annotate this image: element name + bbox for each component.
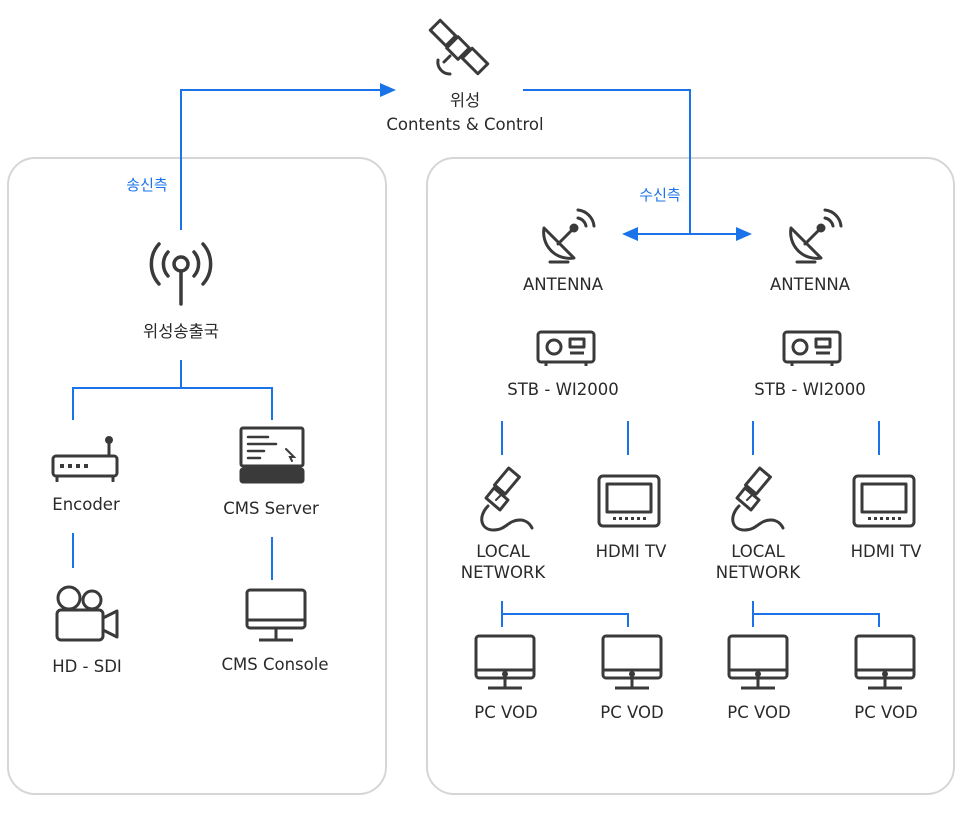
stb-label-2: STB - WI2000 [754, 380, 866, 399]
tv-icon [597, 474, 661, 530]
cms-console-label: CMS Console [221, 655, 329, 674]
hdmi-cable-icon [472, 466, 534, 534]
local-network-label-2: LOCAL NETWORK [715, 542, 801, 582]
set-top-box-icon [536, 330, 596, 368]
sender-side-label: 송신측 [126, 176, 168, 194]
pc-vod-label-2b: PC VOD [854, 703, 918, 722]
hd-sdi-label: HD - SDI [52, 657, 122, 676]
hdmi-cable-icon [723, 466, 785, 534]
arrowhead-left [622, 227, 638, 241]
arrowhead-right [736, 227, 752, 241]
receiver-side-label: 수신측 [639, 186, 681, 204]
encoder-label: Encoder [52, 495, 120, 514]
video-camera-icon [53, 582, 121, 644]
antenna-label-2: ANTENNA [769, 275, 851, 294]
hdmi-tv-label-1: HDMI TV [595, 542, 667, 561]
satellite-subtitle: Contents & Control [386, 115, 544, 134]
satellite-icon [428, 16, 492, 80]
arrowhead-right [380, 83, 396, 97]
sender-panel [7, 157, 387, 795]
satellite-title: 위성 [449, 91, 481, 110]
cms-server-label: CMS Server [223, 499, 319, 518]
local-network-label-1: LOCAL NETWORK [460, 542, 546, 582]
stb-label-1: STB - WI2000 [507, 380, 619, 399]
satellite-dish-icon [785, 204, 847, 264]
tv-icon [852, 474, 916, 530]
downlink-line [523, 89, 691, 234]
broadcast-tower-icon [148, 238, 214, 306]
satellite-dish-icon [538, 204, 600, 264]
pc-monitor-icon [474, 634, 536, 692]
monitor-icon [245, 588, 307, 644]
station-label: 위성송출국 [143, 322, 219, 341]
station-branch-line [72, 360, 182, 420]
hdmi-tv-label-2: HDMI TV [850, 542, 922, 561]
pc-monitor-icon [854, 634, 916, 692]
router-icon [51, 436, 121, 483]
antenna-label-1: ANTENNA [522, 275, 604, 294]
uplink-line [180, 89, 382, 230]
pc-vod-label-1b: PC VOD [600, 703, 664, 722]
set-top-box-icon [782, 330, 842, 368]
pc-vod-label-1a: PC VOD [474, 703, 538, 722]
pc-vod-label-2a: PC VOD [727, 703, 791, 722]
pc-monitor-icon [727, 634, 789, 692]
pc-monitor-icon [601, 634, 663, 692]
server-monitor-icon [238, 425, 306, 485]
